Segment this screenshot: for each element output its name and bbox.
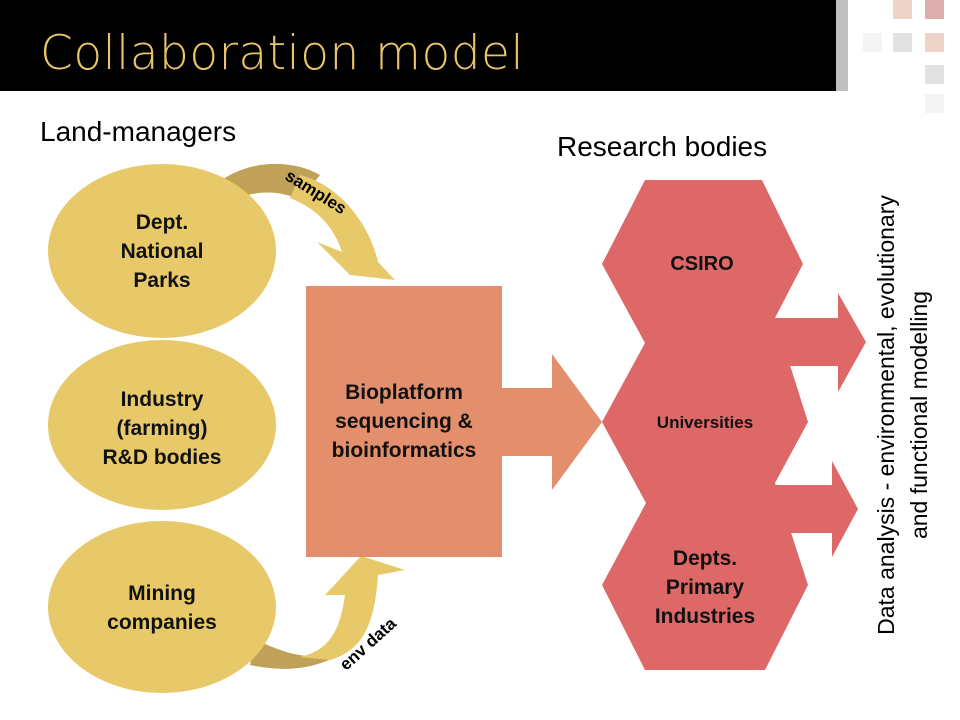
output-description: Data analysis - environmental, evolution… [873,195,932,635]
title-accent-bar [836,0,848,91]
decorative-square [925,33,944,52]
samples-arrow-body [290,175,395,280]
env-data-arrow-tail [250,640,340,669]
output-arrow-upper [770,293,866,392]
research-bodies-heading: Research bodies [557,131,768,162]
universities-label: Universities [656,413,754,432]
bioplatform-box [306,286,502,557]
research-hexagon-stack [602,180,808,670]
bioplatform-arrow [502,354,602,490]
national-parks-label: Dept. National Parks [120,211,204,292]
primary-industries-label: Depts. Primary Industries [654,547,756,628]
decorative-square [925,65,944,84]
mining-ellipse [48,521,276,693]
env-data-arrow-body [300,556,405,660]
output-arrow-lower [770,461,858,557]
bioplatform-label: Bioplatform sequencing & bioinformatics [331,381,477,462]
land-managers-heading: Land-managers [40,116,237,147]
env-data-arrow [250,556,405,669]
mining-label: Mining companies [107,582,217,634]
industry-ellipse [48,340,276,510]
decorative-square [893,33,912,52]
decorative-square [893,0,912,19]
decorative-square [925,94,944,113]
slide-title: Collaboration model [40,26,525,81]
title-bar [0,0,836,91]
decorative-square [863,33,882,52]
decorative-square [925,0,944,19]
csiro-label: CSIRO [670,253,734,275]
national-parks-ellipse [48,164,276,338]
industry-label: Industry (farming) R&D bodies [102,388,222,469]
